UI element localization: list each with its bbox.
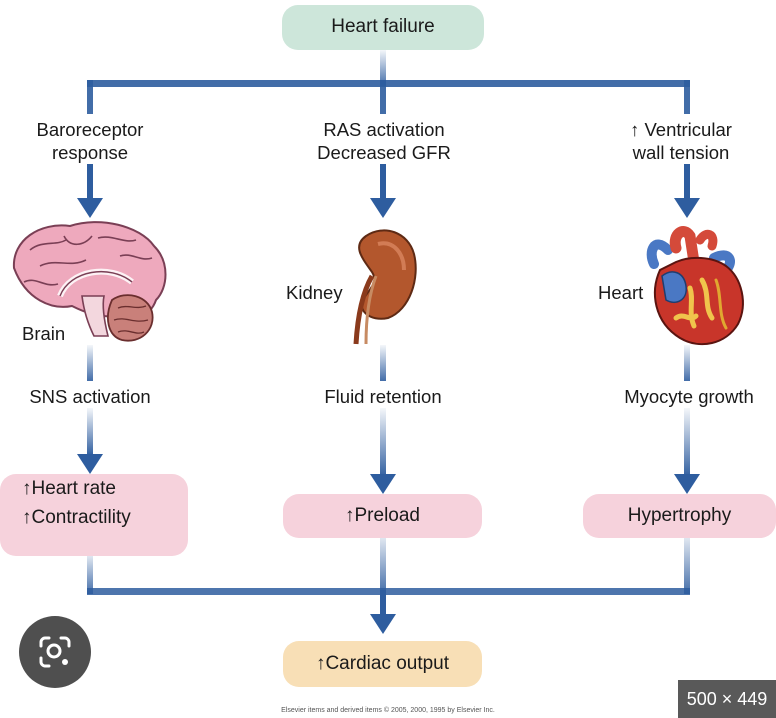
image-size-badge: 500 × 449 [678,680,776,718]
ventricular-wall-tension-label: ↑ Ventricular wall tension [606,118,756,165]
myocyte-growth-label: Myocyte growth [610,385,768,409]
brain-label: Brain [22,323,66,344]
kidney-label: Kidney [286,282,343,303]
hypertrophy-box: Hypertrophy [583,494,776,538]
kidney-illustration [353,229,417,345]
fluid-retention-label: Fluid retention [306,385,460,409]
top-bar [87,80,690,87]
heart-illustration [646,226,744,346]
lens-search-button[interactable] [19,616,91,688]
heart-label: Heart [598,282,644,303]
heart-failure-label: Heart failure [331,16,435,38]
sns-activation-label: SNS activation [14,385,166,409]
lens-search-icon [39,636,71,668]
contractility-label: ↑Contractility [22,507,131,529]
arrow-to-left-result [77,408,103,474]
top-stem [380,50,386,86]
arrow-to-cardiac-output [370,590,396,634]
arrow-to-heart [674,164,700,218]
bottom-bar [87,588,690,595]
hypertrophy-label: Hypertrophy [627,504,732,526]
preload-label: ↑Preload [345,504,420,526]
arrow-to-kidney [370,164,396,218]
arrow-to-middle-result [370,408,396,494]
copyright-credit: Elsevier items and derived items © 2005,… [281,707,495,714]
arrow-to-right-result [674,408,700,494]
heart-rate-label: ↑Heart rate [22,478,116,499]
arrow-to-brain [77,164,103,218]
heart-rate-contractility-box: ↑Heart rate ↑Contractility [0,474,188,556]
baroreceptor-label: Baroreceptor response [22,118,158,165]
preload-box: ↑Preload [283,494,482,538]
brain-illustration [12,221,167,342]
cardiac-output-box: ↑Cardiac output [283,641,482,687]
ras-activation-label: RAS activation Decreased GFR [294,118,474,165]
cardiac-output-label: ↑Cardiac output [315,652,450,674]
heart-failure-box: Heart failure [282,5,484,50]
